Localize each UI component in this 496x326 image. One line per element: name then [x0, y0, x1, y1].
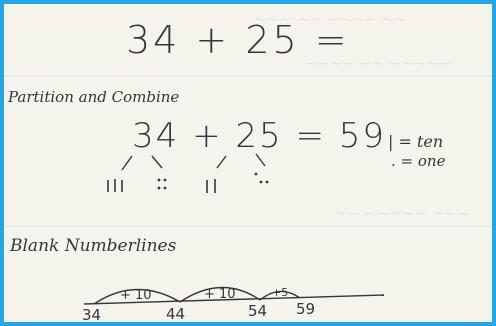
jump-arc [93, 288, 181, 305]
partition-line [151, 155, 163, 169]
numberline-point: 44 [166, 305, 186, 322]
numberline-point: 54 [248, 302, 268, 320]
tens-sticks-34 [107, 179, 123, 192]
numberline-axis [83, 294, 385, 305]
ones-dots-34 [157, 178, 167, 190]
section-heading-numberline: Blank Numberlines [10, 236, 177, 256]
partition-line [255, 153, 266, 167]
section-heading-partition: Partition and Combine [8, 88, 180, 106]
notebook-page: ~~~ ~~ ~~~~ ~~ ~~~~ ~~ ~~~~~ ~~ ~~~~~ ~~… [4, 4, 492, 322]
jump-label: + 10 [120, 288, 152, 303]
jump-arc [259, 290, 301, 301]
key-ten: | = ten [388, 132, 444, 151]
jump-label: +5 [272, 286, 289, 299]
handwriting-strokes [4, 75, 492, 305]
jump-arc [179, 286, 261, 303]
numberline-point: 59 [296, 300, 316, 318]
bleed-through-text: ~~~ ~~ ~~~~ ~~ [254, 10, 407, 28]
numberline-point: 34 [82, 306, 102, 322]
bleed-through-text: ~~~~ ~~ ~~~~~ [304, 54, 452, 72]
jump-label: + 10 [204, 287, 236, 302]
problem-heading: 34 + 25 = [126, 18, 350, 62]
partition-line [121, 155, 133, 171]
key-one: . = one [391, 152, 446, 170]
partition-equation: 34 + 25 = 59 [132, 116, 386, 156]
bleed-through-text: ~~ ~~~~~ ~~~ [334, 204, 470, 222]
partition-line [216, 155, 227, 169]
ones-dots-25 [254, 172, 269, 184]
tens-sticks-25 [206, 179, 216, 193]
